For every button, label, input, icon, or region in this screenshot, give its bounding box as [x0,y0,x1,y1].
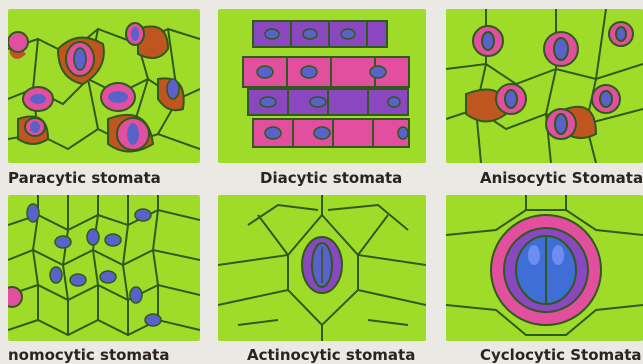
anomocytic-illustration [8,195,200,341]
paracytic-illustration [8,9,200,163]
panel-anisocytic-illustration [446,9,643,163]
panel-actinocytic-illustration [218,195,426,341]
panel-diacytic-illustration [218,9,426,163]
paracytic-label: Paracytic stomata [8,169,161,187]
diacytic-illustration [218,9,426,163]
panel-paracytic-illustration [8,9,200,163]
cyclocytic-label: Cyclocytic Stomata [480,346,642,364]
anisocytic-illustration [446,9,643,163]
actinocytic-label: Actinocytic stomata [247,346,415,364]
cyclocytic-illustration [446,195,643,341]
panel-cyclocytic-illustration [446,195,643,341]
anisocytic-label: Anisocytic Stomata [480,169,643,187]
panel-anomocytic-illustration [8,195,200,341]
diacytic-label: Diacytic stomata [260,169,402,187]
actinocytic-illustration [218,195,426,341]
anomocytic-label: nomocytic stomata [8,346,169,364]
